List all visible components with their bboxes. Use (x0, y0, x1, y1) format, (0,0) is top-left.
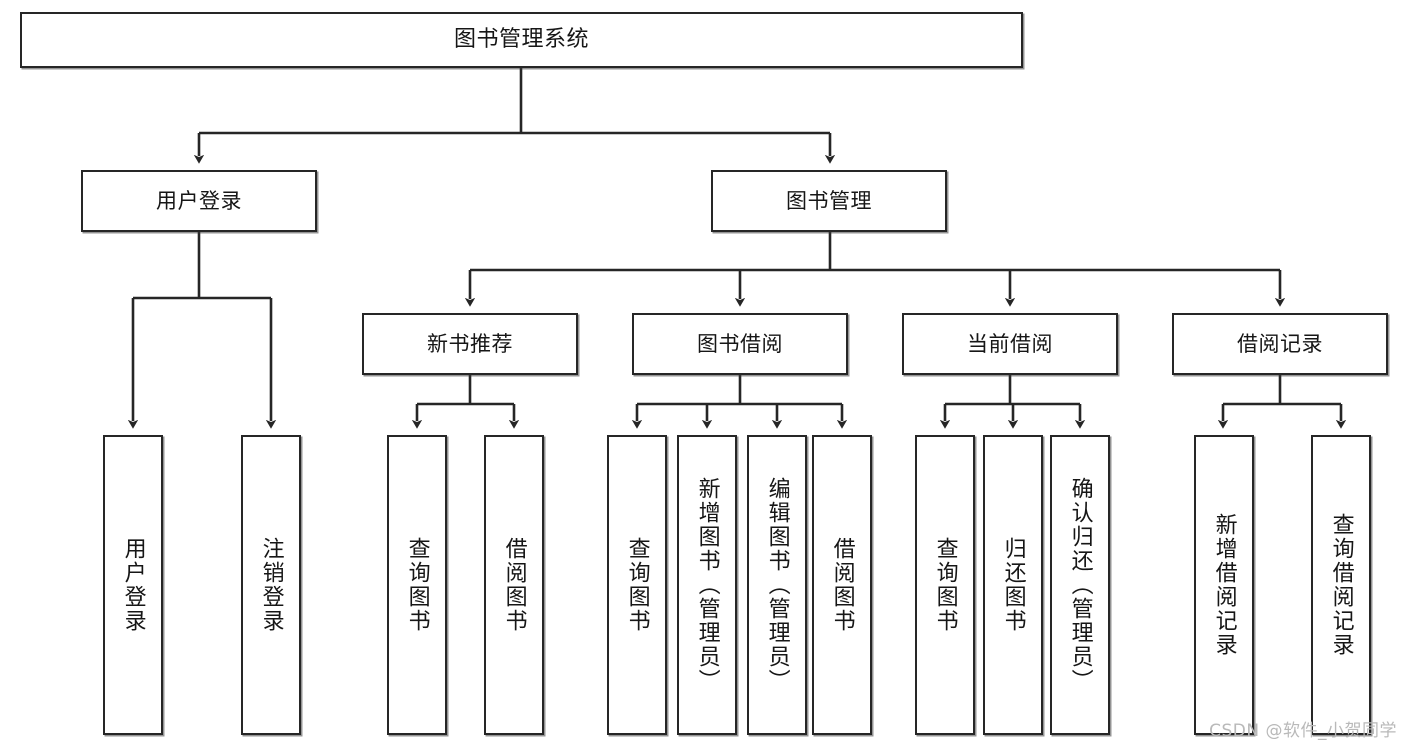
node-label: 新书推荐 (427, 331, 513, 356)
leaf-borrow-book[interactable]: 借阅图书 (812, 435, 872, 735)
node-current-borrow[interactable]: 当前借阅 (902, 313, 1118, 375)
node-label: 图书管理 (786, 188, 872, 213)
node-label: 确认归还（管理员） (1067, 477, 1093, 693)
node-label: 用户登录 (120, 537, 146, 633)
node-user-login[interactable]: 用户登录 (81, 170, 317, 232)
watermark: CSDN @软件_小贺同学 (1209, 721, 1397, 741)
node-label: 借阅记录 (1237, 331, 1323, 356)
node-book-borrow[interactable]: 图书借阅 (632, 313, 848, 375)
leaf-user-login[interactable]: 用户登录 (103, 435, 163, 735)
leaf-borrow-book-recommend[interactable]: 借阅图书 (484, 435, 544, 735)
node-new-book-recommend[interactable]: 新书推荐 (362, 313, 578, 375)
node-label: 查询图书 (624, 537, 650, 633)
leaf-query-book-borrow[interactable]: 查询图书 (607, 435, 667, 735)
leaf-query-book-current[interactable]: 查询图书 (915, 435, 975, 735)
leaf-return-book[interactable]: 归还图书 (983, 435, 1043, 735)
leaf-query-book-recommend[interactable]: 查询图书 (387, 435, 447, 735)
node-label: 新增借阅记录 (1211, 513, 1237, 657)
node-label: 用户登录 (156, 188, 242, 213)
node-label: 注销登录 (258, 537, 284, 633)
node-book-manage[interactable]: 图书管理 (711, 170, 947, 232)
node-root-system[interactable]: 图书管理系统 (20, 12, 1023, 68)
node-label: 查询图书 (932, 537, 958, 633)
node-label: 新增图书（管理员） (694, 477, 720, 693)
node-label: 查询图书 (404, 537, 430, 633)
node-label: 借阅图书 (829, 537, 855, 633)
node-label: 编辑图书（管理员） (764, 477, 790, 693)
leaf-add-borrow-record[interactable]: 新增借阅记录 (1194, 435, 1254, 735)
leaf-logout[interactable]: 注销登录 (241, 435, 301, 735)
leaf-confirm-return-admin[interactable]: 确认归还（管理员） (1050, 435, 1110, 735)
node-label: 借阅图书 (501, 537, 527, 633)
leaf-query-borrow-record[interactable]: 查询借阅记录 (1311, 435, 1371, 735)
leaf-edit-book-admin[interactable]: 编辑图书（管理员） (747, 435, 807, 735)
leaf-add-book-admin[interactable]: 新增图书（管理员） (677, 435, 737, 735)
node-label: 图书管理系统 (453, 27, 589, 53)
node-borrow-record[interactable]: 借阅记录 (1172, 313, 1388, 375)
node-label: 归还图书 (1000, 537, 1026, 633)
node-label: 查询借阅记录 (1328, 513, 1354, 657)
node-label: 图书借阅 (697, 331, 783, 356)
node-label: 当前借阅 (967, 331, 1053, 356)
